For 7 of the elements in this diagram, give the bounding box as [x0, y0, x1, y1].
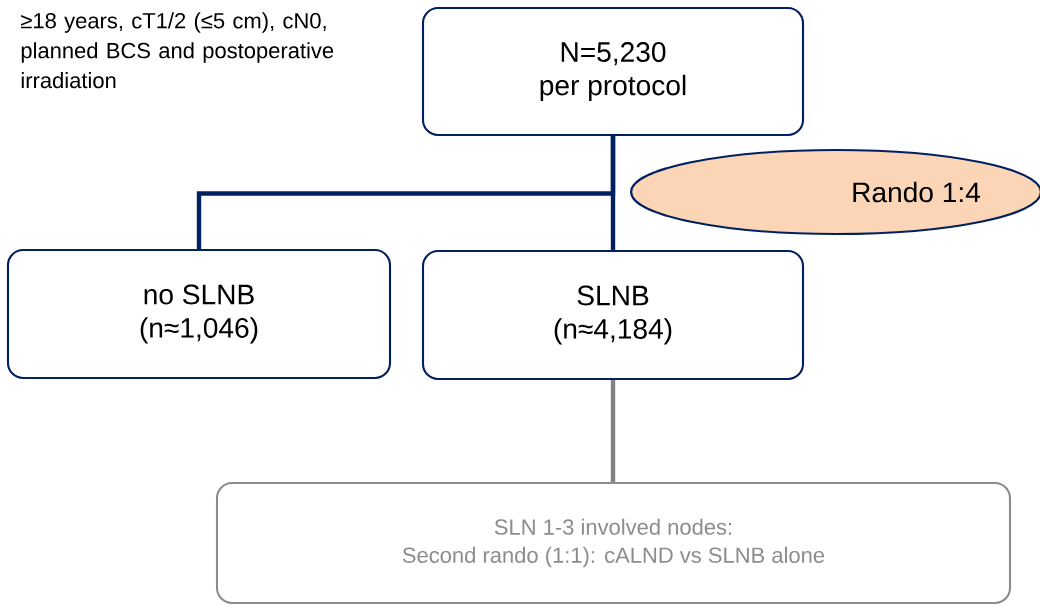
process-box: no SLNB (n≈1,046) [6, 248, 392, 380]
criteria-text: ≥18 years, cT1/2 (≤5 cm), cN0, planned BCS and postoperative irradiation [21, 12, 334, 89]
process-box: N=5,230 per protocol [421, 6, 805, 137]
process-box: SLN 1-3 involved nodes: Second rando (1:1): cALND vs SLNB alone [215, 481, 1012, 605]
connector-line [610, 136, 616, 250]
connector-line [610, 380, 616, 482]
process-box: SLNB (n≈4,184) [421, 249, 805, 381]
